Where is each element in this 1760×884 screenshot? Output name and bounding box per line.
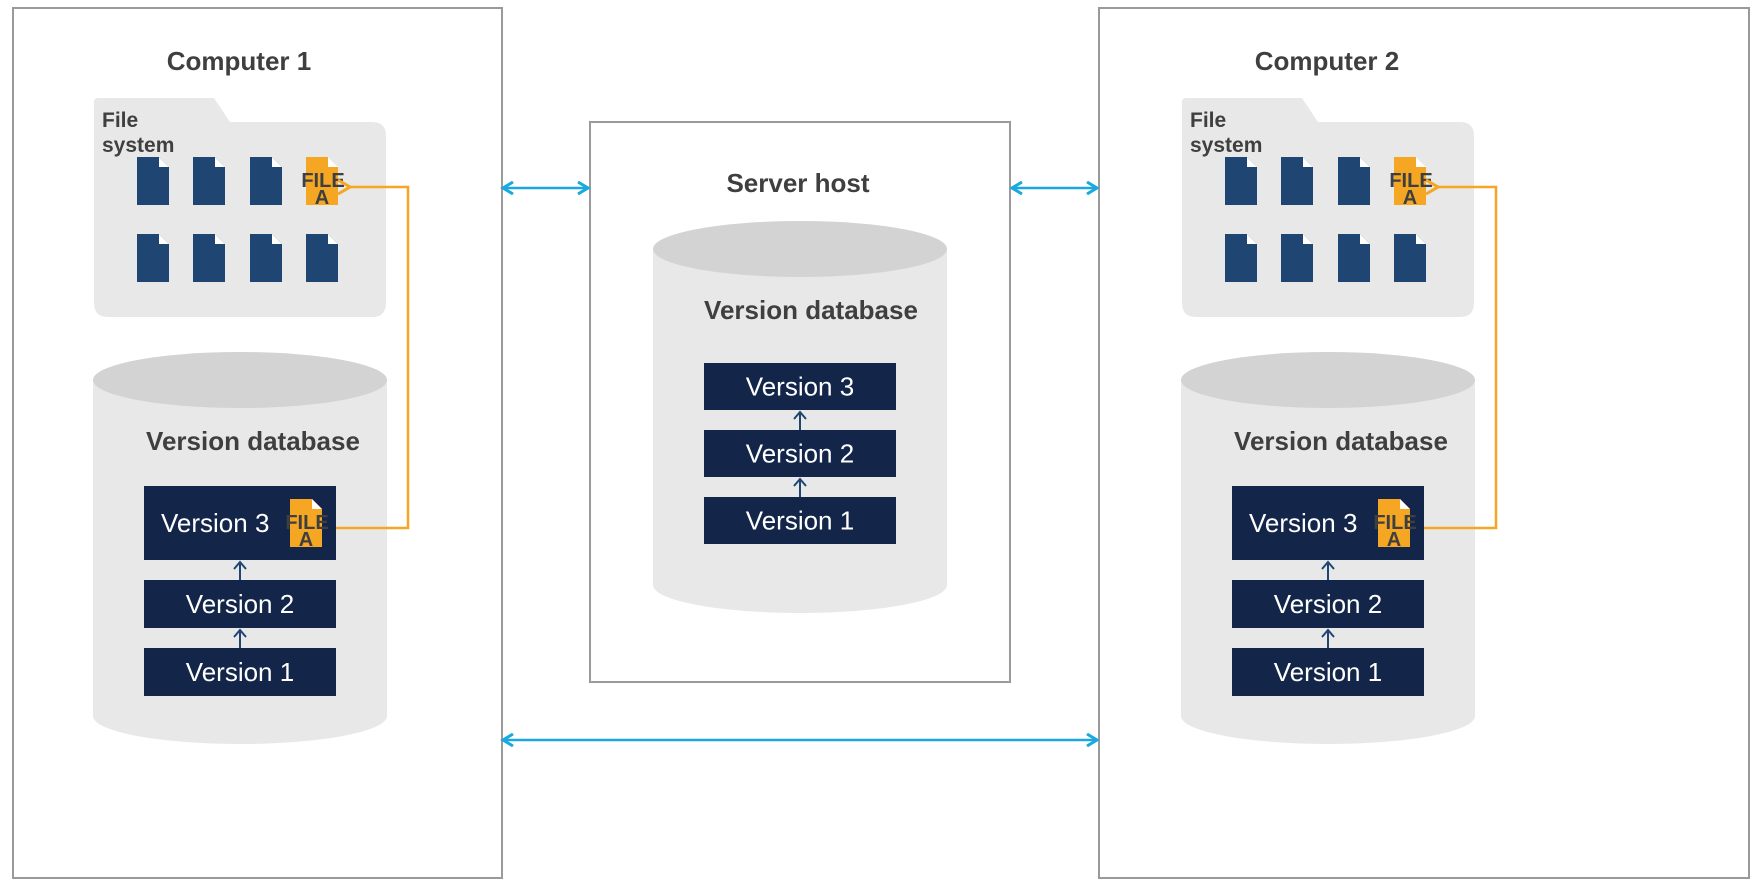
- document-icon: [137, 157, 169, 205]
- version-label: Version 3: [746, 372, 854, 402]
- up-arrow-icon: [793, 410, 807, 430]
- database-title: Version database: [1234, 426, 1448, 456]
- version-box: Version 1: [704, 497, 896, 544]
- document-icon: [1338, 234, 1370, 282]
- version-box: Version 1: [144, 648, 336, 696]
- file-a-label-line1: FILE: [301, 170, 344, 192]
- file-a-label-line2: A: [1387, 529, 1401, 551]
- checkout-link-line: [336, 187, 410, 530]
- file-a-label-line2: A: [1403, 187, 1417, 209]
- document-icon: [250, 234, 282, 282]
- server-host-frame: [589, 121, 1011, 683]
- document-icon: [193, 157, 225, 205]
- file-system-label-line1: File: [102, 109, 138, 132]
- version-label: Version 3: [161, 508, 269, 538]
- document-icon: [1394, 234, 1426, 282]
- version-label: Version 2: [186, 589, 294, 619]
- version-box: Version 3: [1232, 486, 1424, 560]
- version-label: Version 3: [1249, 508, 1357, 538]
- version-box: Version 1: [1232, 648, 1424, 696]
- file-system-label-line2: system: [1190, 134, 1262, 157]
- file-a-label-line2: A: [315, 187, 329, 209]
- up-arrow-icon: [233, 628, 247, 648]
- file-a-label-line2: A: [299, 529, 313, 551]
- version-box: Version 2: [1232, 580, 1424, 628]
- version-box: Version 2: [704, 430, 896, 477]
- database-title: Version database: [146, 426, 360, 456]
- server-title: Server host: [726, 168, 869, 198]
- computer-title: Computer 2: [1255, 46, 1399, 76]
- checkout-link-line: [1424, 187, 1498, 530]
- cylinder-top: [1181, 352, 1475, 408]
- document-icon: [137, 234, 169, 282]
- up-arrow-icon: [793, 477, 807, 497]
- file-system-label-line1: File: [1190, 109, 1226, 132]
- file-a-label-line1: FILE: [1373, 512, 1416, 534]
- computer-2-frame: [1098, 7, 1750, 879]
- version-label: Version 1: [746, 506, 854, 536]
- document-icon: [306, 234, 338, 282]
- cylinder-top: [653, 221, 947, 277]
- version-label: Version 1: [1274, 657, 1382, 687]
- file-system-label-line2: system: [102, 134, 174, 157]
- version-label: Version 2: [1274, 589, 1382, 619]
- document-icon: [1225, 157, 1257, 205]
- version-box: Version 3: [704, 363, 896, 410]
- document-icon: [193, 234, 225, 282]
- up-arrow-icon: [1321, 628, 1335, 648]
- up-arrow-icon: [1321, 560, 1335, 580]
- document-icon: [1338, 157, 1370, 205]
- document-icon: [1281, 234, 1313, 282]
- computer-1-frame: [12, 7, 503, 879]
- version-label: Version 2: [746, 439, 854, 469]
- version-label: Version 1: [186, 657, 294, 687]
- file-a-label-line1: FILE: [285, 512, 328, 534]
- document-icon: [1225, 234, 1257, 282]
- file-a-label-line1: FILE: [1389, 170, 1432, 192]
- document-icon: [1281, 157, 1313, 205]
- database-title: Version database: [704, 295, 918, 325]
- computer-title: Computer 1: [167, 46, 311, 76]
- document-icon: [250, 157, 282, 205]
- up-arrow-icon: [233, 560, 247, 580]
- cylinder-top: [93, 352, 387, 408]
- version-box: Version 2: [144, 580, 336, 628]
